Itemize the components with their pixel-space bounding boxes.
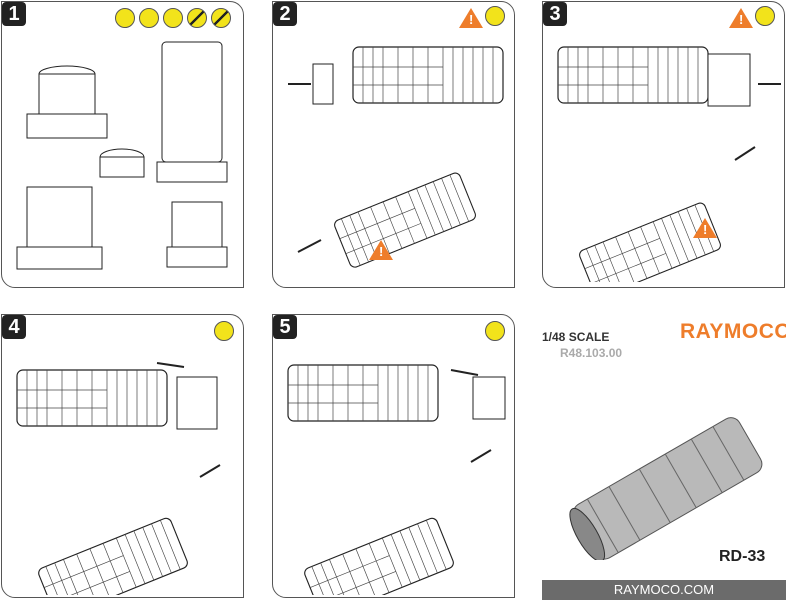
engine-render xyxy=(569,417,763,560)
no-glue-icon xyxy=(211,8,231,28)
scale-label: 1/48 SCALE xyxy=(542,330,610,344)
sanding-icon xyxy=(163,8,183,28)
warning-icon: ! xyxy=(729,8,753,28)
website-link[interactable]: RAYMOCO.COM xyxy=(613,582,715,597)
engine-drawings xyxy=(557,46,781,282)
glue-icon xyxy=(485,321,505,341)
no-file-icon xyxy=(187,8,207,28)
product-code: R48.103.00 xyxy=(560,346,623,360)
step-2-panel: 2 ! ! xyxy=(272,1,515,288)
warning-icon: ! xyxy=(459,8,483,28)
part-drawings xyxy=(16,41,228,270)
engine-drawings xyxy=(16,362,221,595)
step-3-panel: 3 ! ! xyxy=(542,1,785,288)
step-number: 5 xyxy=(273,315,297,339)
step-1-panel: 1 xyxy=(1,1,244,288)
glue-icon xyxy=(755,6,775,26)
warning-icon: ! xyxy=(693,218,717,238)
website-footer: RAYMOCO.COM xyxy=(542,580,786,600)
step-number: 3 xyxy=(543,2,567,26)
step-number: 1 xyxy=(2,2,26,26)
step-4-panel: 4 xyxy=(1,314,244,598)
knife-icon xyxy=(139,8,159,28)
glue-icon xyxy=(214,321,234,341)
engine-drawings xyxy=(288,46,504,270)
step-number: 2 xyxy=(273,2,297,26)
warning-icon: ! xyxy=(369,240,393,260)
step-5-panel: 5 xyxy=(272,314,515,598)
brand-logo: RAYMOCO xyxy=(680,320,786,343)
model-name: RD-33 xyxy=(719,548,766,565)
cutter-icon xyxy=(115,8,135,28)
engine-drawings xyxy=(287,364,506,595)
step-number: 4 xyxy=(2,315,26,339)
glue-icon xyxy=(485,6,505,26)
